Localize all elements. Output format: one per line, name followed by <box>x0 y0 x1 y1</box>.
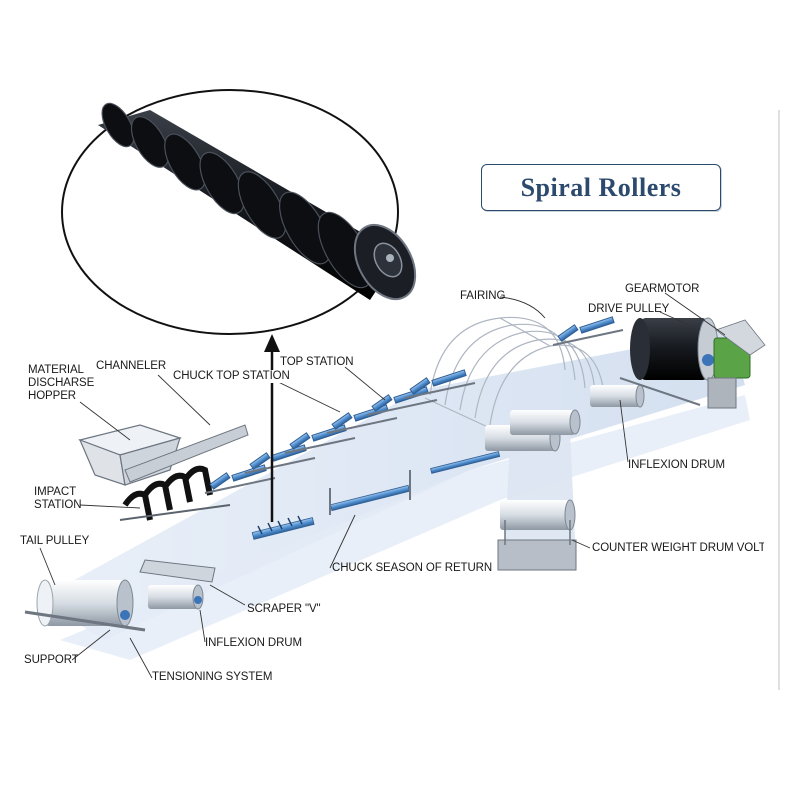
label-chuck-season-of-return: CHUCK SEASON OF RETURN <box>332 562 493 574</box>
label-inflexion-drum-left: INFLEXION DRUM <box>205 637 302 649</box>
title-box: Spiral Rollers <box>481 164 721 211</box>
inflexion-drums-right <box>485 377 701 452</box>
label-gearmotor: GEARMOTOR <box>625 283 700 295</box>
label-counter-weight: COUNTER WEIGHT DRUM VOLTAGE <box>592 542 764 554</box>
label-chuck-top-station: CHUCK TOP STATION <box>173 370 290 383</box>
label-support: SUPPORT <box>24 654 79 666</box>
label-material-hopper-2: DISCHARSE <box>28 377 95 389</box>
channeler <box>124 424 249 483</box>
return-idlers <box>329 451 501 515</box>
label-inflexion-drum-right: INFLEXION DRUM <box>628 459 725 471</box>
conveyor-belt-return <box>60 395 750 660</box>
label-tensioning-system: TENSIONING SYSTEM <box>152 671 273 683</box>
label-channeler: CHANNELER <box>96 360 167 372</box>
counter-weight <box>497 499 577 571</box>
conveyor-belt-top <box>38 330 745 640</box>
label-drive-pulley: DRIVE PULLEY <box>588 303 670 315</box>
scraper-v <box>139 559 216 583</box>
carrying-idlers <box>204 316 624 494</box>
spiral-roller-closeup <box>98 102 417 300</box>
label-top-station: TOP STATION <box>280 356 354 368</box>
label-impact-station-1: IMPACT <box>34 486 76 498</box>
fairing-cover <box>424 316 606 429</box>
label-material-hopper-3: HOPPER <box>28 390 76 402</box>
label-tail-pulley: TAIL PULLEY <box>20 535 90 547</box>
gearmotor <box>707 319 766 409</box>
inflexion-drum-left <box>148 584 204 610</box>
spiral-roller-installed <box>251 515 315 540</box>
tail-pulley <box>24 579 146 632</box>
label-impact-station-2: STATION <box>34 499 82 511</box>
label-scraper-v: SCRAPER "V" <box>247 603 321 615</box>
leader-lines <box>39 292 726 679</box>
diagram-title: Spiral Rollers <box>520 172 682 202</box>
label-fairing: FAIRING <box>460 290 506 302</box>
drive-pulley <box>630 317 719 381</box>
impact-station <box>119 465 231 521</box>
label-material-hopper-1: MATERIAL <box>28 364 84 376</box>
